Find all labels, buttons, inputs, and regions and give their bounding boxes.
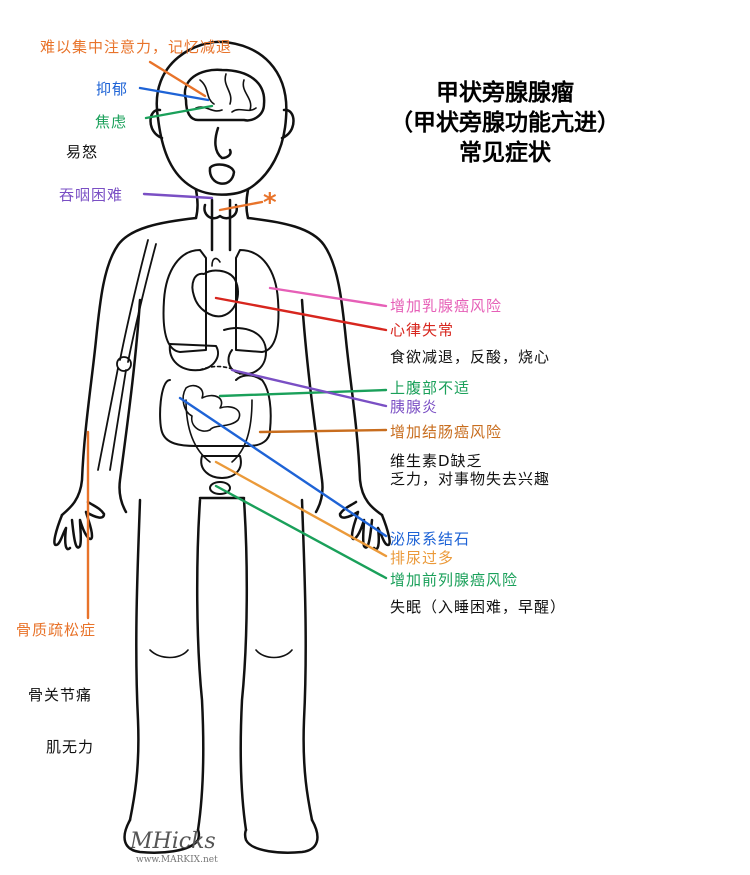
- left-hand: [53, 500, 106, 551]
- left-arm-bone: [97, 239, 157, 471]
- line-colon: [258, 428, 388, 434]
- label-anxiety: 焦虑: [95, 113, 128, 131]
- line-concentration: [148, 60, 207, 98]
- asterisk-marker: *: [263, 188, 278, 218]
- ureters: [185, 399, 253, 463]
- title-line-2: （甲状旁腺功能亢进）: [390, 110, 620, 136]
- liver: [168, 343, 219, 372]
- right-foot: [243, 818, 319, 854]
- label-prostate-cancer: 增加前列腺癌风险: [390, 571, 519, 589]
- line-thyroid: [218, 200, 264, 212]
- line-prostate: [214, 484, 388, 580]
- label-dysphagia: 吞咽困难: [59, 186, 124, 204]
- watermark: MHicks www.MARKIX.net: [130, 829, 218, 866]
- title-line-1: 甲状旁腺腺瘤: [436, 80, 574, 106]
- label-osteoporosis: 骨质疏松症: [16, 621, 97, 639]
- label-concentration: 难以集中注意力，记忆减退: [40, 38, 233, 56]
- label-breast-cancer: 增加乳腺癌风险: [390, 297, 503, 315]
- line-pancreatitis: [230, 368, 388, 408]
- thyroid: [203, 203, 239, 220]
- heart: [191, 269, 239, 318]
- label-upper-abdomen: 上腹部不适: [390, 379, 471, 397]
- right-ear: [280, 108, 295, 140]
- left-foot: [123, 818, 201, 854]
- knees: [149, 649, 293, 659]
- prostate: [209, 481, 231, 495]
- right-arm-inner: [300, 298, 324, 514]
- title-line-3: 常见症状: [459, 140, 551, 166]
- mouth: [208, 163, 236, 185]
- nose: [214, 126, 232, 160]
- legs-outline: [128, 496, 314, 832]
- line-polyuria: [214, 460, 388, 558]
- bladder: [200, 455, 242, 479]
- small-intestine: [182, 384, 241, 432]
- large-intestine: [159, 374, 272, 447]
- line-kidney-stones: [178, 396, 388, 538]
- label-joint-pain: 骨关节痛: [28, 686, 93, 704]
- line-dysphagia: [142, 192, 214, 200]
- head-outline: [155, 40, 288, 196]
- label-arrhythmia: 心律失常: [390, 321, 455, 339]
- line-upper-abdomen: [218, 388, 388, 398]
- right-hand: [338, 500, 391, 551]
- line-anxiety: [144, 104, 214, 120]
- label-pancreatitis: 胰腺炎: [390, 398, 439, 416]
- label-colon-cancer: 增加结肠癌风险: [390, 423, 503, 441]
- line-breast: [268, 286, 388, 308]
- watermark-url: www.MARKIX.net: [136, 855, 218, 865]
- line-arrhythmia: [214, 296, 388, 332]
- neck-left: [194, 188, 199, 220]
- watermark-signature: MHicks: [130, 829, 216, 854]
- label-irritability: 易怒: [66, 143, 99, 161]
- label-appetite: 食欲减退，反酸，烧心: [390, 348, 551, 366]
- diagram-title: 甲状旁腺腺瘤 （甲状旁腺功能亢进） 常见症状: [380, 78, 630, 168]
- left-ear: [149, 108, 164, 140]
- left-arm-inner: [118, 298, 142, 514]
- label-insomnia: 失眠（入睡困难，早醒）: [390, 598, 567, 616]
- label-polyuria: 排尿过多: [390, 549, 455, 567]
- line-depression: [138, 86, 210, 102]
- torso-outline: [60, 216, 384, 517]
- label-fatigue: 乏力，对事物失去兴趣: [390, 470, 551, 488]
- label-weakness: 肌无力: [46, 738, 95, 756]
- label-depression: 抑郁: [96, 80, 129, 98]
- lungs: [162, 249, 280, 353]
- label-kidney-stones: 泌尿系结石: [390, 530, 471, 548]
- brain-outline: [183, 68, 266, 122]
- stomach: [223, 327, 267, 375]
- label-vitamin-d: 维生素D缺乏: [390, 452, 483, 470]
